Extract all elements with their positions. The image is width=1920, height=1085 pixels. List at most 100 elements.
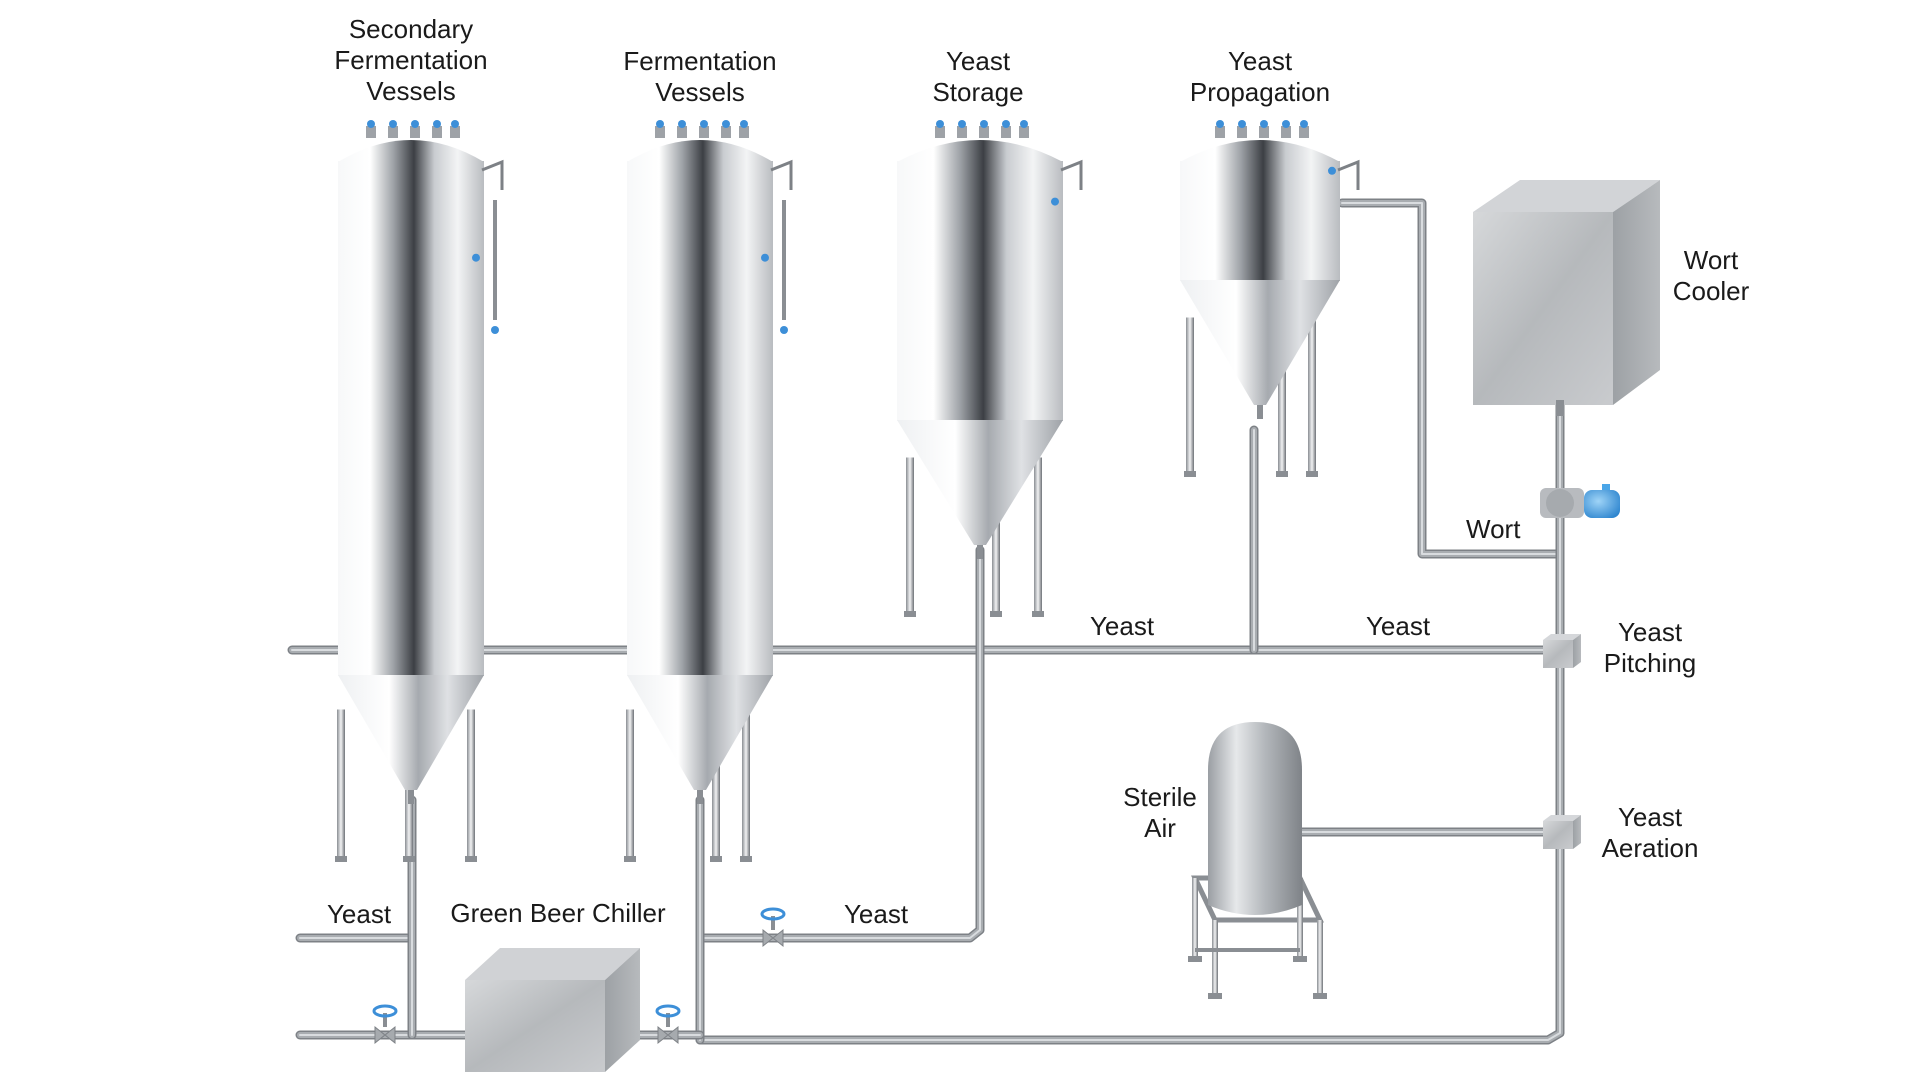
tank-fermentation-fitting-cap	[678, 120, 686, 128]
sterile-air-foot	[1313, 993, 1327, 999]
tank-yeast-storage-fitting-cap	[1020, 120, 1028, 128]
sight-glass-fermentation	[782, 200, 786, 320]
valve-yeast-bottom-mid-body	[762, 928, 784, 948]
tank-secondary-fermentation-foot	[403, 856, 415, 862]
tank-fermentation-leg	[626, 709, 634, 860]
tank-fermentation-fitting-cap	[656, 120, 664, 128]
valve-chiller-outlet-body	[657, 1025, 679, 1045]
tank-fermentation-cone	[627, 675, 773, 790]
tank-yeast-propagation-fitting	[1215, 126, 1225, 138]
tank-yeast-storage-foot	[904, 611, 916, 617]
valve-yeast-bottom-mid-handwheel	[760, 907, 786, 921]
label-line: Secondary	[348, 14, 474, 44]
sterile-air-leg	[1297, 878, 1303, 958]
tank-yeast-storage-fitting	[957, 126, 967, 138]
sterile-air-foot	[1188, 956, 1202, 962]
tank-secondary-fermentation-fitting-cap	[433, 120, 441, 128]
tank-fermentation-side-valve	[761, 253, 769, 262]
tank-secondary-fermentation-side-valve	[472, 253, 480, 262]
tank-fermentation-foot	[624, 856, 636, 862]
label-line: Wort	[1683, 245, 1739, 275]
sterile-air-tank	[1188, 722, 1327, 999]
label-line: Air	[1144, 813, 1176, 843]
sterile-air-foot	[1208, 993, 1222, 999]
tank-yeast-propagation-foot	[1306, 471, 1318, 477]
tank-yeast-propagation-cone	[1180, 280, 1340, 405]
tank-fermentation-dome	[627, 140, 773, 162]
valve-bottom-left	[372, 1004, 398, 1045]
tank-yeast-propagation-side-valve	[1328, 166, 1336, 175]
label-yeast-storage: Yeast Storage	[932, 46, 1023, 108]
valve-bottom-left-stem	[383, 1013, 387, 1027]
tank-fermentation-fitting-cap	[740, 120, 748, 128]
tank-secondary-fermentation-leg	[467, 709, 475, 860]
tank-yeast-propagation-outlet	[1257, 405, 1263, 419]
tank-yeast-storage-foot	[990, 611, 1002, 617]
valve-yeast-bottom-mid	[760, 907, 786, 948]
tank-yeast-storage-fitting	[1019, 126, 1029, 138]
green-beer-chiller-box	[465, 948, 640, 1072]
wort-cooler-outlet	[1556, 400, 1564, 416]
tank-fermentation-foot	[740, 856, 752, 862]
tank-secondary-fermentation-fitting-cap	[451, 120, 459, 128]
tank-yeast-propagation-fitting	[1237, 126, 1247, 138]
tank-yeast-propagation-fitting-cap	[1282, 120, 1290, 128]
label-line: Yeast	[1365, 611, 1431, 641]
tank-yeast-propagation-leg	[1278, 317, 1286, 475]
tank-fermentation-side-arm	[770, 159, 793, 190]
sterile-air-foot	[1293, 956, 1307, 962]
yeast-aeration-box-top	[1543, 815, 1581, 821]
valve-yeast-bottom-mid-stem	[771, 916, 775, 930]
label-secondary-fermentation-vessels: Secondary Fermentation Vessels	[334, 14, 487, 107]
wort-cooler-box	[1473, 180, 1660, 416]
label-line: Yeast	[1227, 46, 1293, 76]
tank-fermentation-leg	[712, 709, 720, 860]
wort-cooler-side	[1613, 180, 1660, 405]
tank-yeast-storage-fitting-cap	[980, 120, 988, 128]
label-line: Pitching	[1603, 648, 1697, 678]
label-line: Wort	[1466, 514, 1521, 544]
pump-head	[1546, 489, 1574, 517]
tank-secondary-fermentation-foot	[335, 856, 347, 862]
tank-fermentation-leg	[742, 709, 750, 860]
tank-secondary-fermentation-fitting	[450, 126, 460, 138]
yeast-aeration-box	[1543, 815, 1581, 849]
tank-yeast-storage-dome	[897, 140, 1063, 162]
label-wort: Wort	[1466, 514, 1520, 545]
label-yeast-bottom-mid: Yeast	[844, 899, 908, 930]
label-sterile-air: Sterile Air	[1123, 782, 1197, 844]
pump-motor-box	[1602, 484, 1610, 490]
tank-yeast-storage-foot	[1032, 611, 1044, 617]
tank-yeast-propagation	[1180, 120, 1360, 477]
tank-fermentation	[624, 120, 793, 862]
tank-secondary-fermentation-body	[338, 161, 484, 676]
tank-yeast-storage-fitting	[1001, 126, 1011, 138]
label-line: Vessels	[655, 77, 745, 107]
tank-yeast-storage-cone	[897, 420, 1063, 545]
yeast-pitching-box-front	[1543, 640, 1573, 668]
tank-fermentation-body	[627, 161, 773, 676]
tank-secondary-fermentation-outlet	[408, 790, 414, 804]
wort-pump	[1540, 484, 1620, 518]
label-line: Yeast	[843, 899, 909, 929]
tank-yeast-propagation-side-arm	[1337, 159, 1360, 190]
tank-yeast-propagation-leg	[1186, 317, 1194, 475]
tank-secondary-fermentation-fitting-cap	[367, 120, 375, 128]
tank-yeast-propagation-body	[1180, 161, 1340, 281]
chiller-front	[465, 980, 605, 1072]
sight-valve-secondary	[491, 326, 499, 334]
equipment-group	[372, 180, 1660, 1072]
label-line: Sterile	[1123, 782, 1197, 812]
vessel-group	[335, 120, 1360, 862]
tank-yeast-propagation-foot	[1184, 471, 1196, 477]
tank-yeast-storage-fitting-cap	[1002, 120, 1010, 128]
pipe-main-vertical-highlight	[699, 399, 1561, 1041]
label-line: Vessels	[366, 76, 456, 106]
label-line: Yeast	[1089, 611, 1155, 641]
tank-yeast-propagation-fitting	[1281, 126, 1291, 138]
tank-secondary-fermentation-fitting-cap	[411, 120, 419, 128]
valve-chiller-outlet-stem	[666, 1013, 670, 1027]
label-line: Fermentation	[334, 45, 488, 75]
